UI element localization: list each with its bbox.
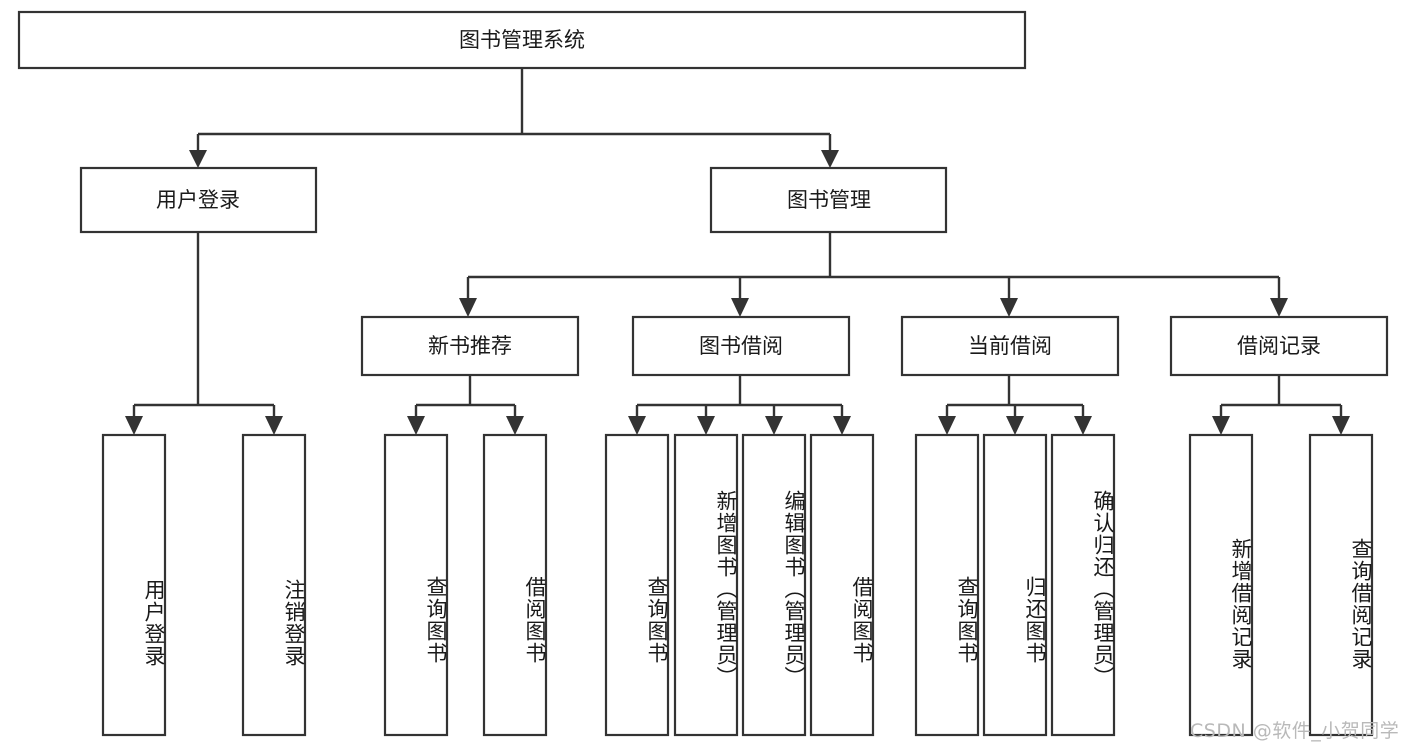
node-current-borrow-box[interactable] [900, 315, 1120, 377]
leaf-borrow-book-rec-box[interactable] [482, 433, 548, 737]
leaf-edit-book-box[interactable] [741, 433, 807, 737]
node-user-login-label: 用户登录 [156, 188, 240, 212]
csdn-watermark: CSDN @软件_小贺同学 [1190, 720, 1400, 742]
leaf-query-record-box[interactable] [1308, 433, 1374, 737]
node-book-manage-box[interactable] [709, 166, 948, 234]
leaf-query-book-cur-box[interactable] [914, 433, 980, 737]
leaf-user-logout-box[interactable] [241, 433, 307, 737]
edges-group [125, 68, 1350, 435]
node-book-borrow-label: 图书借阅 [699, 334, 783, 358]
arrow-borrow-record [1270, 298, 1288, 317]
arrow-leaf-user-logout [265, 416, 283, 435]
node-new-book-rec[interactable]: 新书推荐 [360, 315, 580, 377]
leaf-query-book-rec-box[interactable] [383, 433, 449, 737]
arrow-leaf-query-book-rec [407, 416, 425, 435]
arrow-leaf-user-login [125, 416, 143, 435]
arrow-leaf-borrow-book [833, 416, 851, 435]
node-book-manage[interactable]: 图书管理 [709, 166, 948, 234]
node-borrow-record-box[interactable] [1169, 315, 1389, 377]
arrow-leaf-borrow-book-rec [506, 416, 524, 435]
leaf-confirm-return-box[interactable] [1050, 433, 1116, 737]
arrow-current-borrow [1000, 298, 1018, 317]
node-book-borrow[interactable]: 图书借阅 [631, 315, 851, 377]
node-root-box[interactable] [17, 10, 1027, 70]
arrow-leaf-query-book-borrow [628, 416, 646, 435]
node-book-manage-label: 图书管理 [787, 188, 871, 212]
leaf-boxes-group [101, 433, 1374, 737]
arrow-leaf-query-record [1332, 416, 1350, 435]
leaf-return-book-box[interactable] [982, 433, 1048, 737]
node-borrow-record[interactable]: 借阅记录 [1169, 315, 1389, 377]
node-user-login[interactable]: 用户登录 [79, 166, 318, 234]
arrow-new-book-rec [459, 298, 477, 317]
arrow-leaf-confirm-return [1074, 416, 1092, 435]
leaf-query-book-borrow-box[interactable] [604, 433, 670, 737]
node-borrow-record-label: 借阅记录 [1237, 334, 1321, 358]
arrow-book-borrow [731, 298, 749, 317]
arrow-leaf-add-record [1212, 416, 1230, 435]
leaf-add-record-box[interactable] [1188, 433, 1254, 737]
arrow-user-login [189, 150, 207, 168]
node-user-login-box[interactable] [79, 166, 318, 234]
node-new-book-rec-label: 新书推荐 [428, 334, 512, 358]
leaf-borrow-book-box[interactable] [809, 433, 875, 737]
node-root-label: 图书管理系统 [459, 28, 585, 52]
arrow-leaf-query-book-cur [938, 416, 956, 435]
arrow-leaf-add-book [697, 416, 715, 435]
leaf-add-book-box[interactable] [673, 433, 739, 737]
leaf-user-login-box[interactable] [101, 433, 167, 737]
node-root[interactable]: 图书管理系统 [17, 10, 1027, 70]
arrow-book-manage [821, 150, 839, 168]
node-book-borrow-box[interactable] [631, 315, 851, 377]
node-current-borrow-label: 当前借阅 [968, 334, 1052, 358]
arrow-leaf-edit-book [765, 416, 783, 435]
node-new-book-rec-box[interactable] [360, 315, 580, 377]
arrow-leaf-return-book [1006, 416, 1024, 435]
node-current-borrow[interactable]: 当前借阅 [900, 315, 1120, 377]
